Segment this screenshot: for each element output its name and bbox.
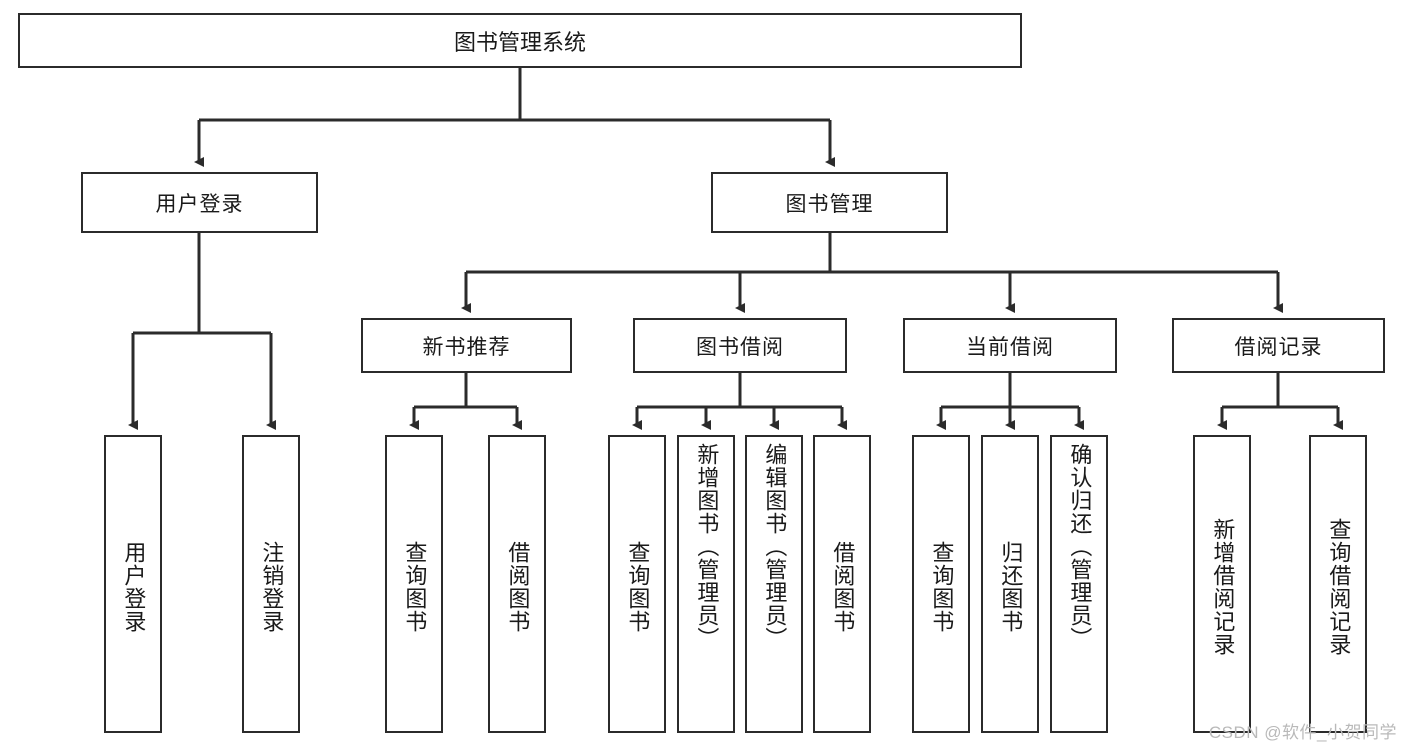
leaf-cb-query-book[interactable]: 查询图书 xyxy=(912,435,970,733)
node-current-borrow[interactable]: 当前借阅 xyxy=(903,318,1117,373)
leaf-cb-confirm-return-admin-label: 确认归还（管理员） xyxy=(1067,443,1093,650)
node-user-login[interactable]: 用户登录 xyxy=(81,172,318,233)
node-book-borrow-label: 图书借阅 xyxy=(696,335,784,359)
leaf-bb-query-book[interactable]: 查询图书 xyxy=(608,435,666,733)
node-book-management-label: 图书管理 xyxy=(785,192,874,216)
leaf-cb-confirm-return-admin[interactable]: 确认归还（管理员） xyxy=(1050,435,1108,733)
node-new-book-recommend[interactable]: 新书推荐 xyxy=(361,318,572,373)
node-borrow-record-label: 借阅记录 xyxy=(1234,335,1323,359)
leaf-bb-borrow-book-label: 借阅图书 xyxy=(830,541,856,633)
leaf-bb-borrow-book[interactable]: 借阅图书 xyxy=(813,435,871,733)
node-new-book-recommend-label: 新书推荐 xyxy=(422,335,511,359)
leaf-nb-borrow-book[interactable]: 借阅图书 xyxy=(488,435,546,733)
leaf-bb-edit-book-admin-label: 编辑图书（管理员） xyxy=(762,443,788,650)
leaf-nb-query-book-label: 查询图书 xyxy=(402,541,428,633)
node-root-book-management-system[interactable]: 图书管理系统 xyxy=(18,13,1022,68)
leaf-bb-edit-book-admin[interactable]: 编辑图书（管理员） xyxy=(745,435,803,733)
leaf-nb-query-book[interactable]: 查询图书 xyxy=(385,435,443,733)
node-current-borrow-label: 当前借阅 xyxy=(966,335,1054,359)
leaf-cb-return-book[interactable]: 归还图书 xyxy=(981,435,1039,733)
leaf-nb-borrow-book-label: 借阅图书 xyxy=(505,541,531,633)
leaf-br-add-record[interactable]: 新增借阅记录 xyxy=(1193,435,1251,733)
node-book-management[interactable]: 图书管理 xyxy=(711,172,948,233)
node-book-borrow[interactable]: 图书借阅 xyxy=(633,318,847,373)
leaf-bb-add-book-admin[interactable]: 新增图书（管理员） xyxy=(677,435,735,733)
csdn-watermark: CSDN @软件_小贺同学 xyxy=(1208,723,1397,742)
node-root-label: 图书管理系统 xyxy=(453,29,586,55)
leaf-bb-query-book-label: 查询图书 xyxy=(625,541,651,633)
leaf-user-login[interactable]: 用户登录 xyxy=(104,435,162,733)
leaf-br-query-record-label: 查询借阅记录 xyxy=(1326,518,1352,656)
leaf-logout[interactable]: 注销登录 xyxy=(242,435,300,733)
node-user-login-label: 用户登录 xyxy=(155,192,244,216)
leaf-bb-add-book-admin-label: 新增图书（管理员） xyxy=(694,443,720,650)
node-borrow-record[interactable]: 借阅记录 xyxy=(1172,318,1385,373)
leaf-cb-return-book-label: 归还图书 xyxy=(998,541,1024,633)
leaf-cb-query-book-label: 查询图书 xyxy=(929,541,955,633)
leaf-br-add-record-label: 新增借阅记录 xyxy=(1210,518,1236,656)
leaf-br-query-record[interactable]: 查询借阅记录 xyxy=(1309,435,1367,733)
leaf-user-login-label: 用户登录 xyxy=(121,541,147,633)
leaf-logout-label: 注销登录 xyxy=(259,541,285,633)
